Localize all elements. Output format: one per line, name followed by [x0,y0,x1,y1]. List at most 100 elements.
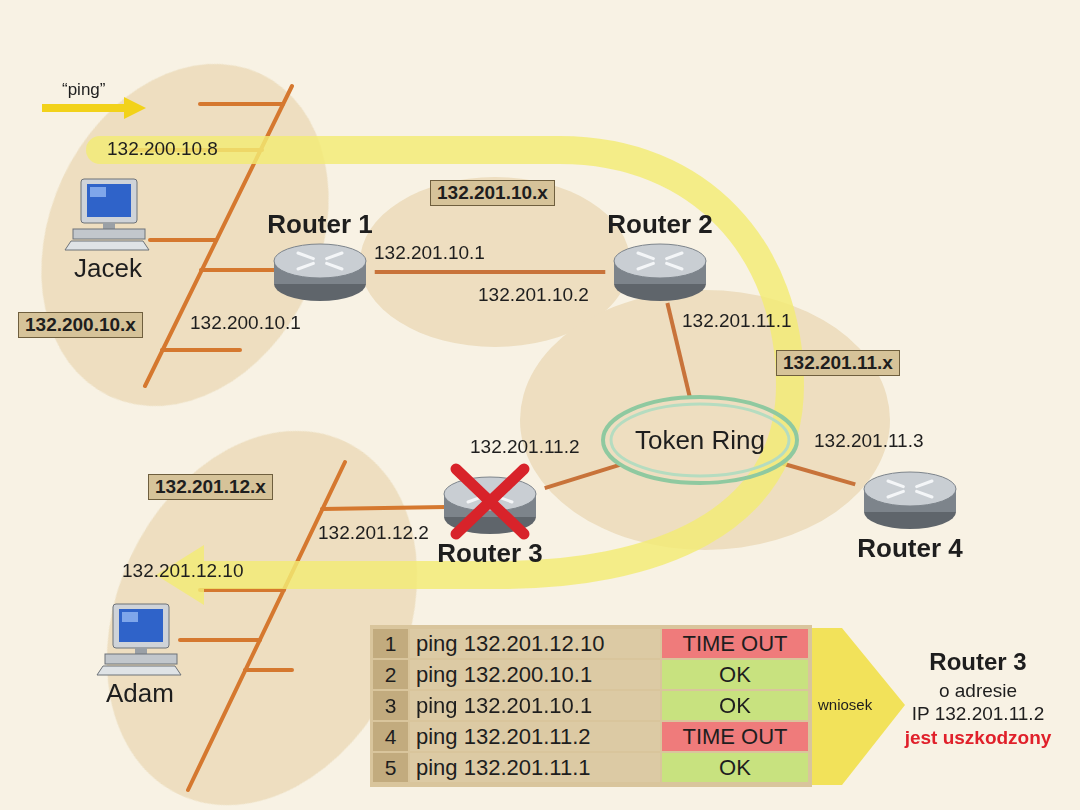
network-address-tag: 132.201.10.x [430,180,555,206]
table-background [410,753,660,782]
table-background [373,722,408,751]
table-background [662,753,808,782]
router-icon [864,472,956,506]
router: Router 1 [265,209,374,303]
table-background [373,753,408,782]
table-command: ping 132.200.10.1 [416,660,592,689]
computer-icon [81,179,137,223]
ip-address: 132.201.12.10 [122,560,244,582]
ip-address: 132.201.11.3 [814,430,924,452]
table-result: TIME OUT [662,629,808,658]
router-icon [667,253,682,259]
computer-icon [97,666,181,675]
ethernet-bus [162,348,240,352]
token-ring: Token Ring [600,394,800,486]
table-row-number: 1 [373,629,408,658]
node-label: 132.201.11.x [783,352,893,374]
conclusion-text: o adresie [880,680,1076,702]
router-icon [917,491,932,497]
router: Router 4 [855,469,964,563]
router-icon [888,481,903,487]
computer-icon [97,604,183,676]
failure-cross [456,469,524,534]
router-icon [638,263,653,269]
router-icon [442,474,538,536]
ip-address: 132.201.11.2 [470,436,580,458]
computer-icon [105,654,177,664]
network-region [0,17,890,810]
ip-address: 132.200.10.1 [190,312,301,334]
ping-route [100,150,790,605]
table-row-number: 2 [373,660,408,689]
ping-label: “ping” [62,80,105,100]
ip-address: 132.201.10.1 [374,242,485,264]
network-address-tag: 132.201.11.x [776,350,900,376]
ip-address: 132.201.10.2 [478,284,589,306]
table-command: ping 132.201.11.2 [416,722,591,751]
router-icon [638,253,653,259]
table-background [662,722,808,751]
node-label: Router 3 [435,538,544,568]
ethernet-bus [150,238,216,242]
ethernet-bus [180,638,260,642]
ethernet-bus [201,268,276,272]
computer-icon [119,609,163,642]
router-icon [888,491,903,497]
conclusion-text: IP 132.201.11.2 [880,703,1076,725]
ping-route [100,150,790,575]
table-result: TIME OUT [662,722,808,751]
table-result: OK [662,753,808,782]
node-label: Token Ring [635,425,765,456]
network-link [545,465,621,488]
conclusion-heading: Router 3 [880,648,1076,676]
failure-cross [456,469,524,534]
conclusion-verdict: jest uszkodzony [880,727,1076,749]
router-icon [862,469,958,531]
node-label: Router 1 [265,209,374,239]
node-label: Router 4 [855,533,964,563]
network-link [375,270,606,274]
router-icon [614,244,706,278]
table-background [370,625,812,787]
computer-icon [65,241,149,250]
computer-icon [135,648,147,654]
network-region [0,17,383,454]
ping-arrow [42,104,126,112]
table-row-number: 4 [373,722,408,751]
network-region [520,290,890,550]
table-background [662,660,808,689]
computer-icon [122,612,138,622]
ip-address: 132.200.10.8 [107,138,218,160]
table-background [662,691,808,720]
ring-outline [611,404,789,476]
ethernet-bus [322,507,446,509]
table-background [410,660,660,689]
computer-icon [90,187,106,197]
conclusion-arrow [812,628,905,785]
ip-address: 132.201.12.2 [318,522,429,544]
router-icon [298,253,313,259]
ethernet-bus [200,102,283,106]
computer-icon [87,184,131,217]
table-command: ping 132.201.10.1 [416,691,592,720]
computer: Jacek [63,179,153,283]
table-background [373,660,408,689]
router-icon [327,263,342,269]
router-icon [274,244,366,278]
router: Router 2 [605,209,714,303]
table-result: OK [662,691,808,720]
router-icon [667,263,682,269]
table-row-number: 5 [373,753,408,782]
ip-address: 132.201.11.1 [682,310,792,332]
router-icon [298,263,313,269]
router-icon [272,241,368,303]
table-background [410,629,660,658]
node-label: 132.201.12.x [155,476,266,498]
ring-outline [603,397,797,483]
ethernet-bus [130,86,446,790]
router-icon [612,241,708,303]
network-address-tag: 132.200.10.x [18,312,143,338]
node-label: Router 2 [605,209,714,239]
ping-arrow [124,97,146,119]
